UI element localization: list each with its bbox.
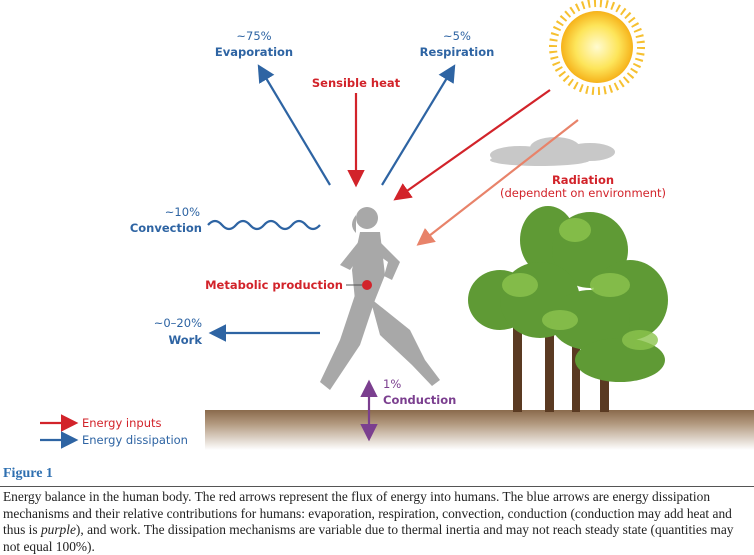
radiation-direct-arrow bbox=[393, 89, 551, 201]
metabolic-label: Metabolic production bbox=[205, 278, 343, 292]
evaporation-label: Evaporation bbox=[215, 45, 293, 59]
respiration-arrow bbox=[381, 64, 456, 186]
respiration-label: Respiration bbox=[420, 45, 495, 59]
convection-wave bbox=[207, 219, 321, 231]
figure-caption: Energy balance in the human body. The re… bbox=[3, 489, 753, 555]
evaporation-pct: ~75% bbox=[236, 29, 271, 43]
sensible-heat-label: Sensible heat bbox=[312, 76, 401, 90]
trees bbox=[468, 206, 668, 412]
cloud-icon bbox=[490, 137, 615, 166]
legend-inputs: Energy inputs bbox=[82, 416, 162, 430]
work-label: Work bbox=[169, 333, 203, 347]
caption-emphasis: purple bbox=[40, 522, 76, 537]
runner-silhouette bbox=[320, 207, 440, 390]
respiration-pct: ~5% bbox=[443, 29, 471, 43]
evaporation-arrow bbox=[257, 64, 331, 186]
conduction-label: Conduction bbox=[383, 393, 456, 407]
figure-title: Figure 1 bbox=[3, 466, 53, 481]
radiation-indirect-arrow bbox=[416, 119, 579, 246]
caption-part: Energy balance in the human body. The re… bbox=[3, 489, 732, 537]
sun-icon bbox=[549, 0, 645, 95]
convection-pct: ~10% bbox=[165, 205, 200, 219]
legend-dissipation: Energy dissipation bbox=[82, 433, 188, 447]
radiation-note: (dependent on environment) bbox=[500, 186, 666, 200]
work-pct: ~0–20% bbox=[154, 316, 202, 330]
caption-part: ), and work. The dissipation mechanisms … bbox=[3, 522, 734, 554]
convection-label: Convection bbox=[130, 221, 202, 235]
conduction-pct: 1% bbox=[383, 377, 401, 391]
divider bbox=[0, 486, 754, 487]
ground bbox=[205, 410, 754, 450]
metabolic-dot bbox=[362, 280, 372, 290]
energy-balance-diagram: ~75% Evaporation ~5% Respiration Sensibl… bbox=[40, 0, 754, 450]
radiation-label: Radiation bbox=[552, 173, 614, 187]
